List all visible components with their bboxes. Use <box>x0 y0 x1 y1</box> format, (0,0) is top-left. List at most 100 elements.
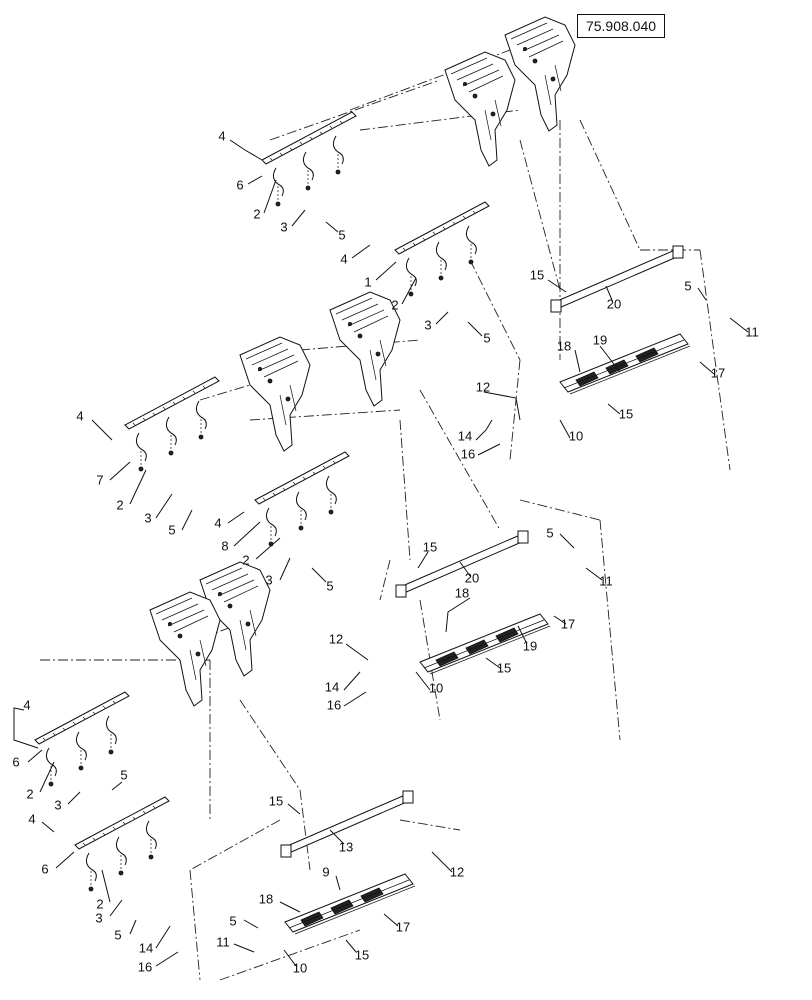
callout-label: 3 <box>424 317 431 332</box>
callout-label: 18 <box>557 338 571 353</box>
callout-label: 11 <box>216 934 230 949</box>
leader-line <box>109 899 123 917</box>
callout-label: 5 <box>120 767 127 782</box>
callout-label: 10 <box>429 680 443 695</box>
callout-label: 3 <box>144 510 151 525</box>
leader-line <box>111 781 123 791</box>
leader-line <box>599 345 621 373</box>
callout-label: 3 <box>265 572 272 587</box>
leader-line <box>39 761 55 793</box>
leader-line <box>227 511 245 524</box>
leader-line <box>129 469 147 505</box>
callout-label: 8 <box>221 538 228 553</box>
callout-label: 17 <box>561 616 575 631</box>
callout-label: 12 <box>450 864 464 879</box>
leader-line <box>574 349 581 373</box>
leader-line <box>431 851 453 873</box>
leader-line <box>559 533 575 549</box>
callout-label: 4 <box>218 128 225 143</box>
callout-label: 17 <box>396 919 410 934</box>
leader-line <box>129 919 137 935</box>
callout-label: 16 <box>138 959 152 974</box>
leader-line <box>517 625 527 643</box>
callout-label: 13 <box>339 839 353 854</box>
leader-line <box>335 875 341 891</box>
leader-line <box>547 279 567 293</box>
leader-line <box>101 869 111 903</box>
leader-line <box>483 391 521 421</box>
callout-label: 6 <box>236 177 243 192</box>
leader-line <box>13 707 39 749</box>
leader-line <box>283 949 297 967</box>
leader-line <box>345 643 369 661</box>
callout-label: 16 <box>327 697 341 712</box>
callout-label: 2 <box>116 497 123 512</box>
leader-line <box>155 925 171 949</box>
leader-line <box>263 179 277 214</box>
callout-label: 20 <box>465 570 479 585</box>
callout-label: 3 <box>54 797 61 812</box>
callout-label: 6 <box>12 754 19 769</box>
leader-line <box>109 461 131 481</box>
leader-line <box>229 139 263 161</box>
leader-line <box>255 537 281 560</box>
callout-label: 15 <box>619 406 633 421</box>
callout-label: 5 <box>326 578 333 593</box>
callout-label: 10 <box>293 960 307 975</box>
reference-code-box: 75.908.040 <box>577 14 665 38</box>
leader-line <box>155 951 179 967</box>
leader-line <box>325 221 339 233</box>
leader-line <box>475 419 493 441</box>
callout-label: 15 <box>530 267 544 282</box>
leader-line <box>279 901 301 913</box>
leader-line <box>383 913 399 927</box>
callout-label: 19 <box>523 638 537 653</box>
leader-line <box>279 557 291 581</box>
callout-label: 9 <box>322 864 329 879</box>
callout-label: 2 <box>253 206 260 221</box>
callout-label: 15 <box>497 660 511 675</box>
callout-label: 5 <box>546 525 553 540</box>
leader-line <box>233 521 261 547</box>
leader-line <box>291 209 306 227</box>
callout-label: 4 <box>340 251 347 266</box>
callout-label: 15 <box>423 539 437 554</box>
callout-label: 7 <box>96 472 103 487</box>
callout-label: 2 <box>242 552 249 567</box>
callout-label: 14 <box>139 940 153 955</box>
callout-label: 2 <box>391 297 398 312</box>
callout-label: 5 <box>338 227 345 242</box>
callout-label: 11 <box>599 573 613 588</box>
callout-label: 1 <box>364 274 371 289</box>
leader-line <box>585 567 603 581</box>
callout-label: 4 <box>214 515 221 530</box>
leader-line <box>401 277 417 305</box>
callout-label: 4 <box>76 408 83 423</box>
callout-label: 18 <box>259 891 273 906</box>
callout-label: 2 <box>96 896 103 911</box>
leader-line <box>91 419 113 441</box>
callout-label: 15 <box>269 793 283 808</box>
callout-label: 3 <box>280 219 287 234</box>
leader-line <box>55 851 75 869</box>
leader-line <box>697 287 707 301</box>
leader-line <box>467 321 483 337</box>
leader-line <box>311 567 327 583</box>
phantom-line <box>269 49 731 471</box>
leader-line <box>155 493 173 519</box>
callout-label: 12 <box>329 631 343 646</box>
leader-line <box>417 551 429 569</box>
callout-label: 2 <box>26 786 33 801</box>
leader-line <box>345 939 357 953</box>
leader-lines <box>13 139 749 967</box>
leader-line <box>329 829 345 845</box>
callout-label: 16 <box>461 446 475 461</box>
leader-line <box>485 657 501 669</box>
callout-label: 5 <box>684 278 691 293</box>
leader-line <box>27 749 43 763</box>
callout-label: 10 <box>569 428 583 443</box>
leader-line <box>435 311 449 325</box>
callout-label: 17 <box>711 365 725 380</box>
